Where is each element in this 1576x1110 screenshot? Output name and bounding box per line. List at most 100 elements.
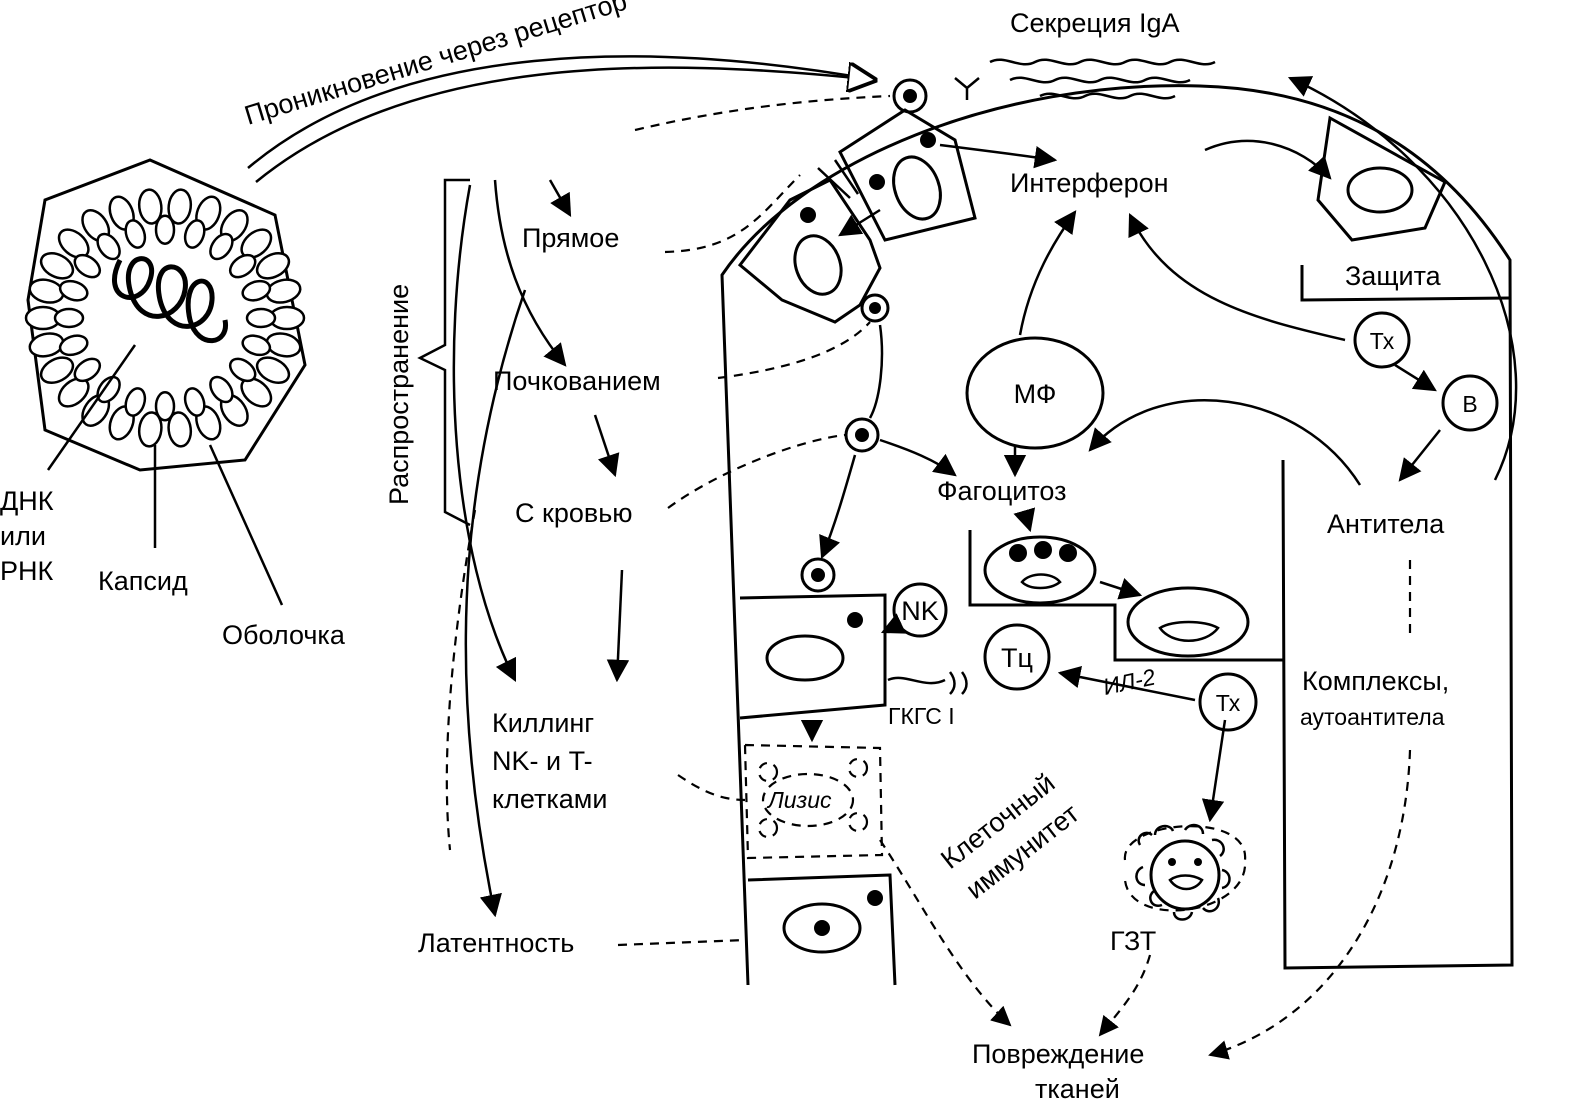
interferon-label: Интерферон [1010,168,1169,198]
capsomere [73,253,102,279]
capsomere [167,411,193,448]
virion [24,158,307,606]
arrow-b-to-antibodies [1398,429,1441,482]
arrow-latency [464,289,527,918]
capsomere [255,252,291,280]
nk-label: NK [901,596,939,626]
arrow-budding [493,179,567,367]
capsomere [154,214,176,245]
phagocyte-nucleus [1020,573,1062,590]
capsomere [228,357,257,383]
capsomere [137,411,163,448]
spread-brace [417,178,471,527]
arrow-cell-to-interferon [939,143,1058,169]
complexes-label-2: аутоантитела [1300,704,1445,730]
dna-label-1: ДНК [0,486,54,516]
killing-label-2: NK- и T- [492,746,593,776]
arrow-th-to-b [1394,363,1437,392]
capsomeres [24,188,306,448]
budding-label: Почкованием [493,366,661,396]
lysis-label: Лизис [766,787,832,813]
arrow-blood [593,414,620,478]
complexes-label-1: Комплексы, [1302,666,1449,696]
arrow-phagocytosis-to-cell [1013,507,1036,533]
dash-direct [664,174,801,254]
arrow-budding-virion [868,324,884,419]
capsomere [183,387,206,417]
capsid-label: Капсид [98,566,188,596]
iga-antibody-icon [954,77,980,100]
lysis-fragment-3 [757,817,779,839]
attaching-virion-core [811,568,825,582]
latency-dash [445,509,477,851]
arrow-interferon-to-protection [1204,139,1332,180]
capsomere [124,387,147,417]
capsomere [39,252,75,280]
nucleus-top [892,155,942,221]
attaching-virion [800,557,836,593]
tissue-damage-label-1: Повреждение [972,1039,1144,1069]
entry-arrow-outer [247,55,876,169]
lysis-fragment-1 [757,761,779,783]
il2-label: ИЛ-2 [1101,663,1158,699]
arrow-th-to-interferon [1128,212,1346,342]
macrophage [965,336,1105,450]
capsomere [96,232,121,261]
tissue-block [720,84,1514,986]
lysis-fragment-4 [847,811,869,833]
budding-virion-core [869,302,881,314]
direct-label: Прямое [522,223,619,253]
phagocyte-cell [983,535,1097,605]
arrow-virion-to-phagocytosis [879,438,957,477]
iga-secretion-waves [954,58,1216,100]
granuloma-eye-1 [1168,858,1176,866]
phagocyte-virion-2 [1034,541,1052,559]
infected-cell-adjacent [737,178,882,324]
dash-complexes-to-damage [1208,749,1412,1060]
capsomere [137,188,163,225]
surface-virion [892,78,928,114]
dash-budding [717,321,871,380]
arrow-th-to-dth [1201,719,1227,823]
dth-granuloma [1123,823,1247,921]
dth-label: ГЗТ [1110,926,1156,956]
latent-cell-dot-1 [814,920,830,936]
capsomere [58,279,89,302]
tc-cell [983,623,1051,691]
arrow-killing-nk [452,184,517,683]
arrow-antibodies-to-iga [1287,76,1518,481]
dash-latency [617,938,746,947]
capsomere [183,219,206,249]
capsomere [241,334,272,357]
dna-label-3: РНК [0,556,54,586]
capsomere [209,375,234,404]
capsomere [245,307,277,329]
target-cell-nucleus [765,634,845,682]
receptor-entry-label: Проникновение через рецептор [241,0,630,131]
capsomere [209,232,234,261]
phagocyte-virion-3 [1059,544,1077,562]
cell-junction-1 [817,167,851,199]
envelope-label: Оболочка [222,620,346,650]
th-cell-bottom [1198,672,1258,732]
entry-arrow-inner [255,68,875,183]
dna-label-2: или [0,521,46,551]
capsomere [96,375,121,404]
arrow-antibodies-to-phagocytosis [1088,399,1362,486]
iga-secretion-label: Секреция IgA [1010,8,1180,38]
granuloma-core [1149,839,1221,911]
lysis-ellipse [761,772,855,828]
th-top-label: Тх [1370,328,1395,354]
capsomere [167,188,193,225]
th-bottom-label: Тх [1216,690,1241,716]
surface-virion-core [903,89,917,103]
capsomere [39,356,75,384]
capsomere [241,279,272,302]
mhc-receptor-icon [887,671,968,695]
capsomere [228,253,257,279]
nucleic-acid-coil [112,256,228,344]
mf-label: МФ [1014,379,1057,409]
phagocytosis-label: Фагоцитоз [937,476,1067,506]
protection-divider [1300,265,1511,302]
